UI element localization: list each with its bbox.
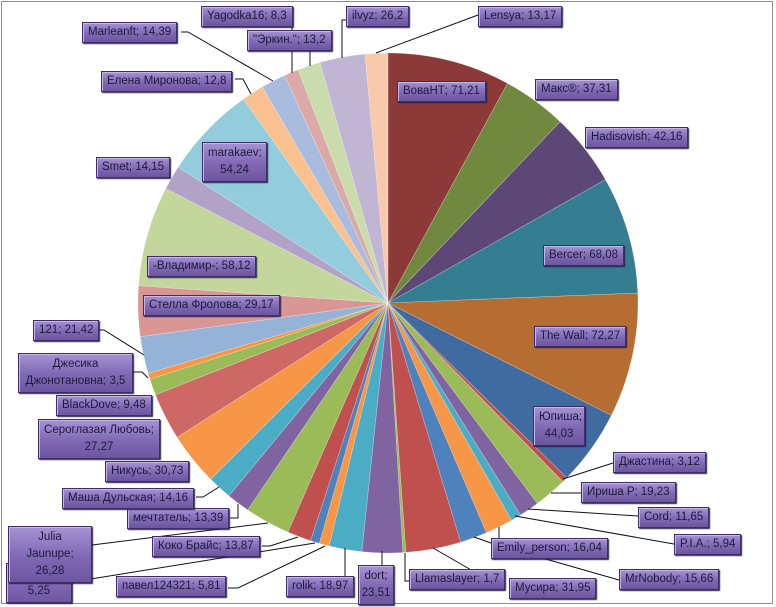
data-label: Джесика Джонотановна; 3,5 [18,353,133,393]
leader-line [341,19,346,58]
data-label: Юпиша; 44,03 [533,406,585,446]
pie-slice [287,302,389,542]
leader-line [71,542,316,583]
data-label: marakaev; 54,24 [202,142,267,182]
leader-line [230,504,239,519]
pie-slice [165,166,389,304]
data-label: rolik; 18,97 [286,576,355,597]
data-label: Hadisovish; 42,16 [585,127,689,148]
data-label: The Wall; 72,27 [534,326,627,347]
pie-slice [210,302,389,497]
data-label: Smet; 14,15 [96,157,171,178]
leader-line [432,547,474,572]
pie-slice [386,292,639,416]
leader-line [541,557,620,581]
leader-line [91,522,269,546]
data-label: MrNobody; 15,66 [619,569,720,590]
data-label: BlackDove; 9,48 [56,395,152,416]
pie-slice [155,302,389,438]
leader-line [228,545,326,589]
data-label: Мусира; 31,95 [509,578,597,599]
data-label: Bercer; 68,08 [543,245,625,266]
pie-slice [387,83,561,304]
leader-line [181,31,274,82]
data-label: мечтатель; 13,39 [127,508,230,529]
pie-slice [247,302,389,533]
pie-slice [243,86,389,304]
pie-slice [318,302,389,547]
pie-slice [284,69,389,304]
leader-line [473,536,492,544]
leader-line [375,14,479,54]
pie-slice [387,302,512,534]
data-label: dort; 23,51 [358,565,394,605]
data-label: павел124321; 5,81 [116,576,227,597]
pie-slice [261,74,389,304]
data-label: Маша Дульская; 14,16 [62,488,194,509]
data-label: "Эркин."; 13,2 [247,30,332,51]
data-label: Emily_person; 16,04 [491,538,608,559]
data-label: P.I.A.; 5,94 [674,534,742,555]
pie-slice [149,302,389,396]
pie-slice [387,52,508,304]
data-label: Коко Брайс; 13,87 [152,536,260,557]
pie-slice [387,302,521,521]
data-label: -Владимир-; 58,12 [147,256,257,277]
pie-slice [387,302,407,553]
leader-line [133,371,149,379]
data-label: Стелла Фролова; 29,17 [143,295,280,316]
pie-slice [387,302,564,504]
data-label: Julia Jaunupe; 26,28 [8,526,92,583]
data-label: Lensya; 13,17 [478,6,563,27]
data-label: Cord; 11,65 [638,507,710,528]
leader-line [262,536,299,547]
pie-slice [147,302,389,380]
leader-line [514,515,675,545]
pie-slice [387,121,606,304]
leader-line [527,508,639,517]
pie-slice [387,179,639,304]
data-label: Llamaslayer; 1,7 [409,569,506,590]
data-label: Джастина; 3,12 [613,452,706,473]
data-label: Сероглазая Любовь; 27,27 [38,419,160,459]
leader-line [562,462,614,480]
pie-slice [297,62,389,304]
leader-line [404,553,409,582]
data-label: Yagodka16; 8,3 [201,6,293,27]
data-label: Ириша Р; 19,23 [581,482,676,503]
pie-slice [176,302,389,480]
pie-slice [228,302,389,511]
data-label: Макс®; 37,31 [535,79,618,100]
leader-line [235,78,252,95]
data-label: Елена Миронова; 12,8 [101,71,233,92]
pie-slice [387,302,487,543]
data-label: 121; 21,42 [33,320,100,341]
data-label: ВоваНТ; 71,21 [397,81,486,102]
pie-slice [310,302,389,544]
data-label: Никусь; 30,73 [105,461,190,482]
leader-line [196,486,220,498]
data-label: Marleanft; 14,39 [82,22,178,43]
leader-line [98,329,145,356]
data-label: ilvyz; 26,2 [346,6,410,27]
